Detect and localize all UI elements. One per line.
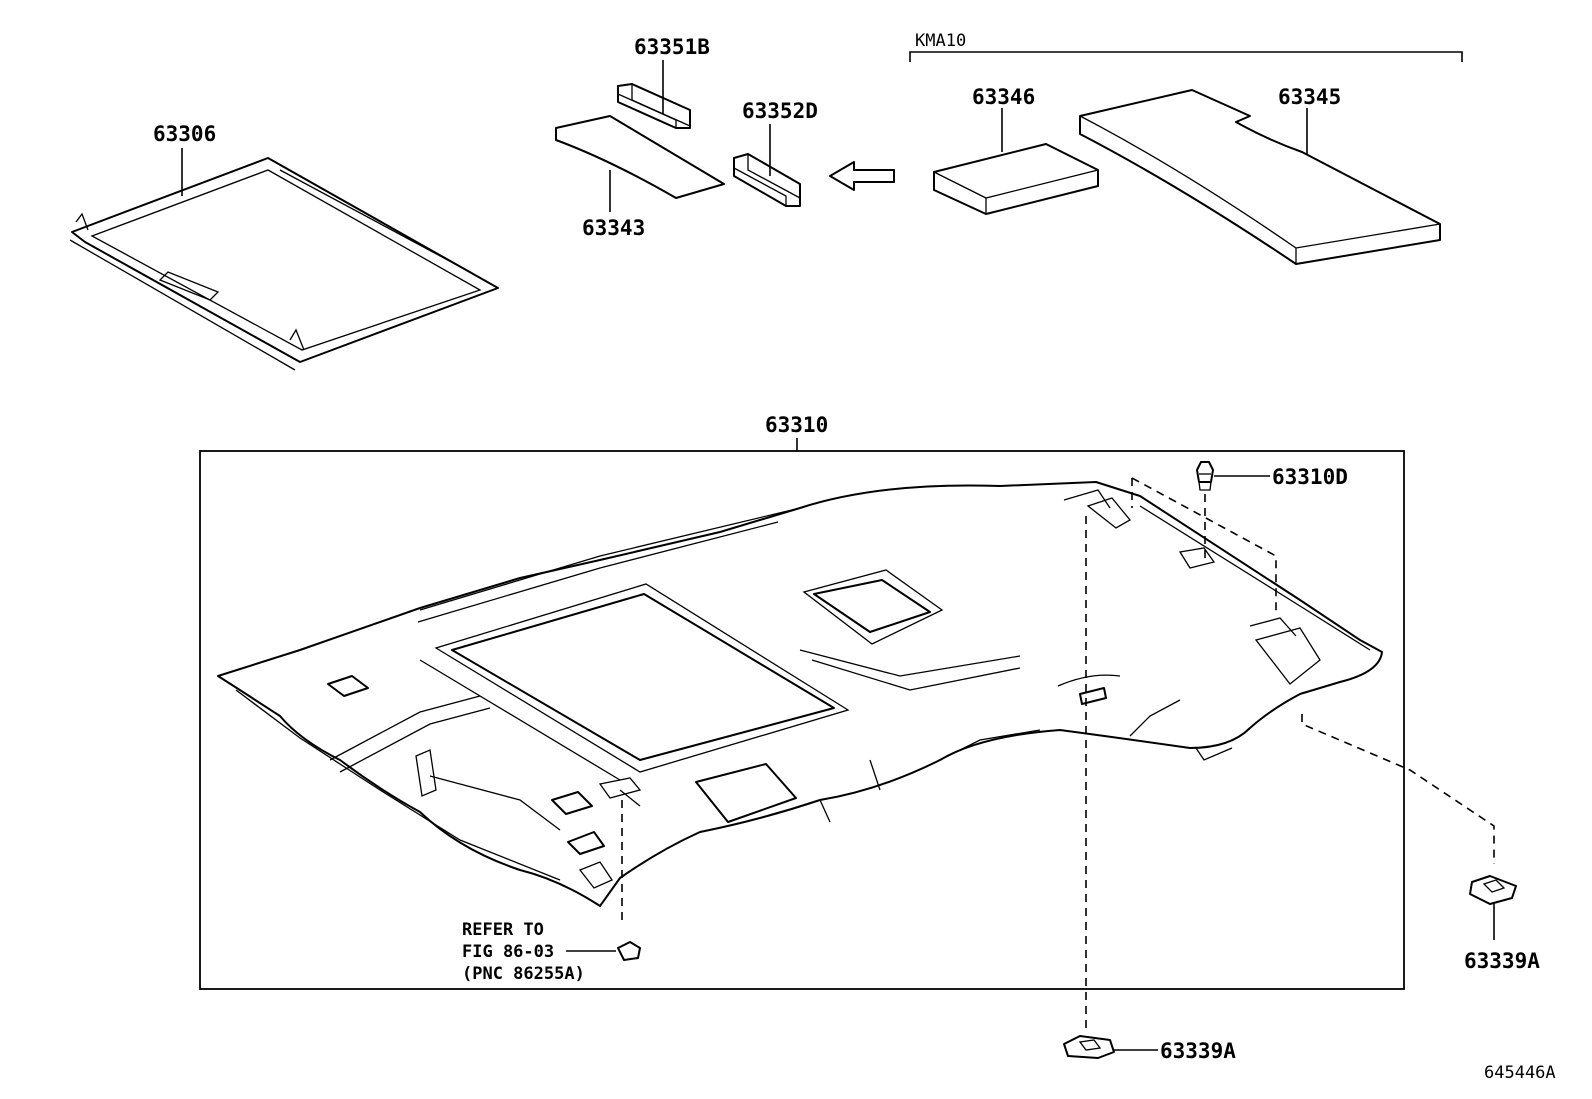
arrow-left-icon bbox=[829, 161, 895, 191]
label-63351B: 63351B bbox=[634, 35, 710, 59]
label-group-kma10: KMA10 bbox=[915, 31, 966, 51]
label-63343: 63343 bbox=[582, 216, 645, 240]
assembly-frame-63310 bbox=[199, 450, 1405, 990]
part-63346-block bbox=[933, 143, 1099, 215]
part-63345-pad bbox=[1079, 89, 1441, 265]
part-63339A-right-clip bbox=[1469, 875, 1517, 905]
part-63310D-clip bbox=[1196, 461, 1214, 491]
reference-note-line3: (PNC 86255A) bbox=[462, 964, 585, 984]
label-63339A-right: 63339A bbox=[1464, 949, 1540, 973]
label-63346: 63346 bbox=[972, 85, 1035, 109]
part-63306-sunshade bbox=[69, 157, 499, 371]
part-63339A-bottom-clip bbox=[1063, 1035, 1115, 1059]
label-63306: 63306 bbox=[153, 122, 216, 146]
label-63352D: 63352D bbox=[742, 99, 818, 123]
part-63343-pad bbox=[555, 115, 725, 199]
part-63352D-bracket bbox=[733, 153, 801, 207]
label-63339A-bottom: 63339A bbox=[1160, 1039, 1236, 1063]
reference-note-line2: FIG 86-03 bbox=[462, 942, 554, 962]
label-63345: 63345 bbox=[1278, 85, 1341, 109]
reference-note-line1: REFER TO bbox=[462, 920, 544, 940]
part-reference-clip bbox=[617, 941, 641, 961]
group-bracket-kma10 bbox=[909, 51, 1463, 62]
label-63310: 63310 bbox=[765, 413, 828, 437]
part-63310-headliner bbox=[217, 481, 1383, 907]
figure-id: 645446A bbox=[1484, 1063, 1556, 1083]
label-63310D: 63310D bbox=[1272, 465, 1348, 489]
part-63351B-bracket bbox=[617, 83, 691, 129]
